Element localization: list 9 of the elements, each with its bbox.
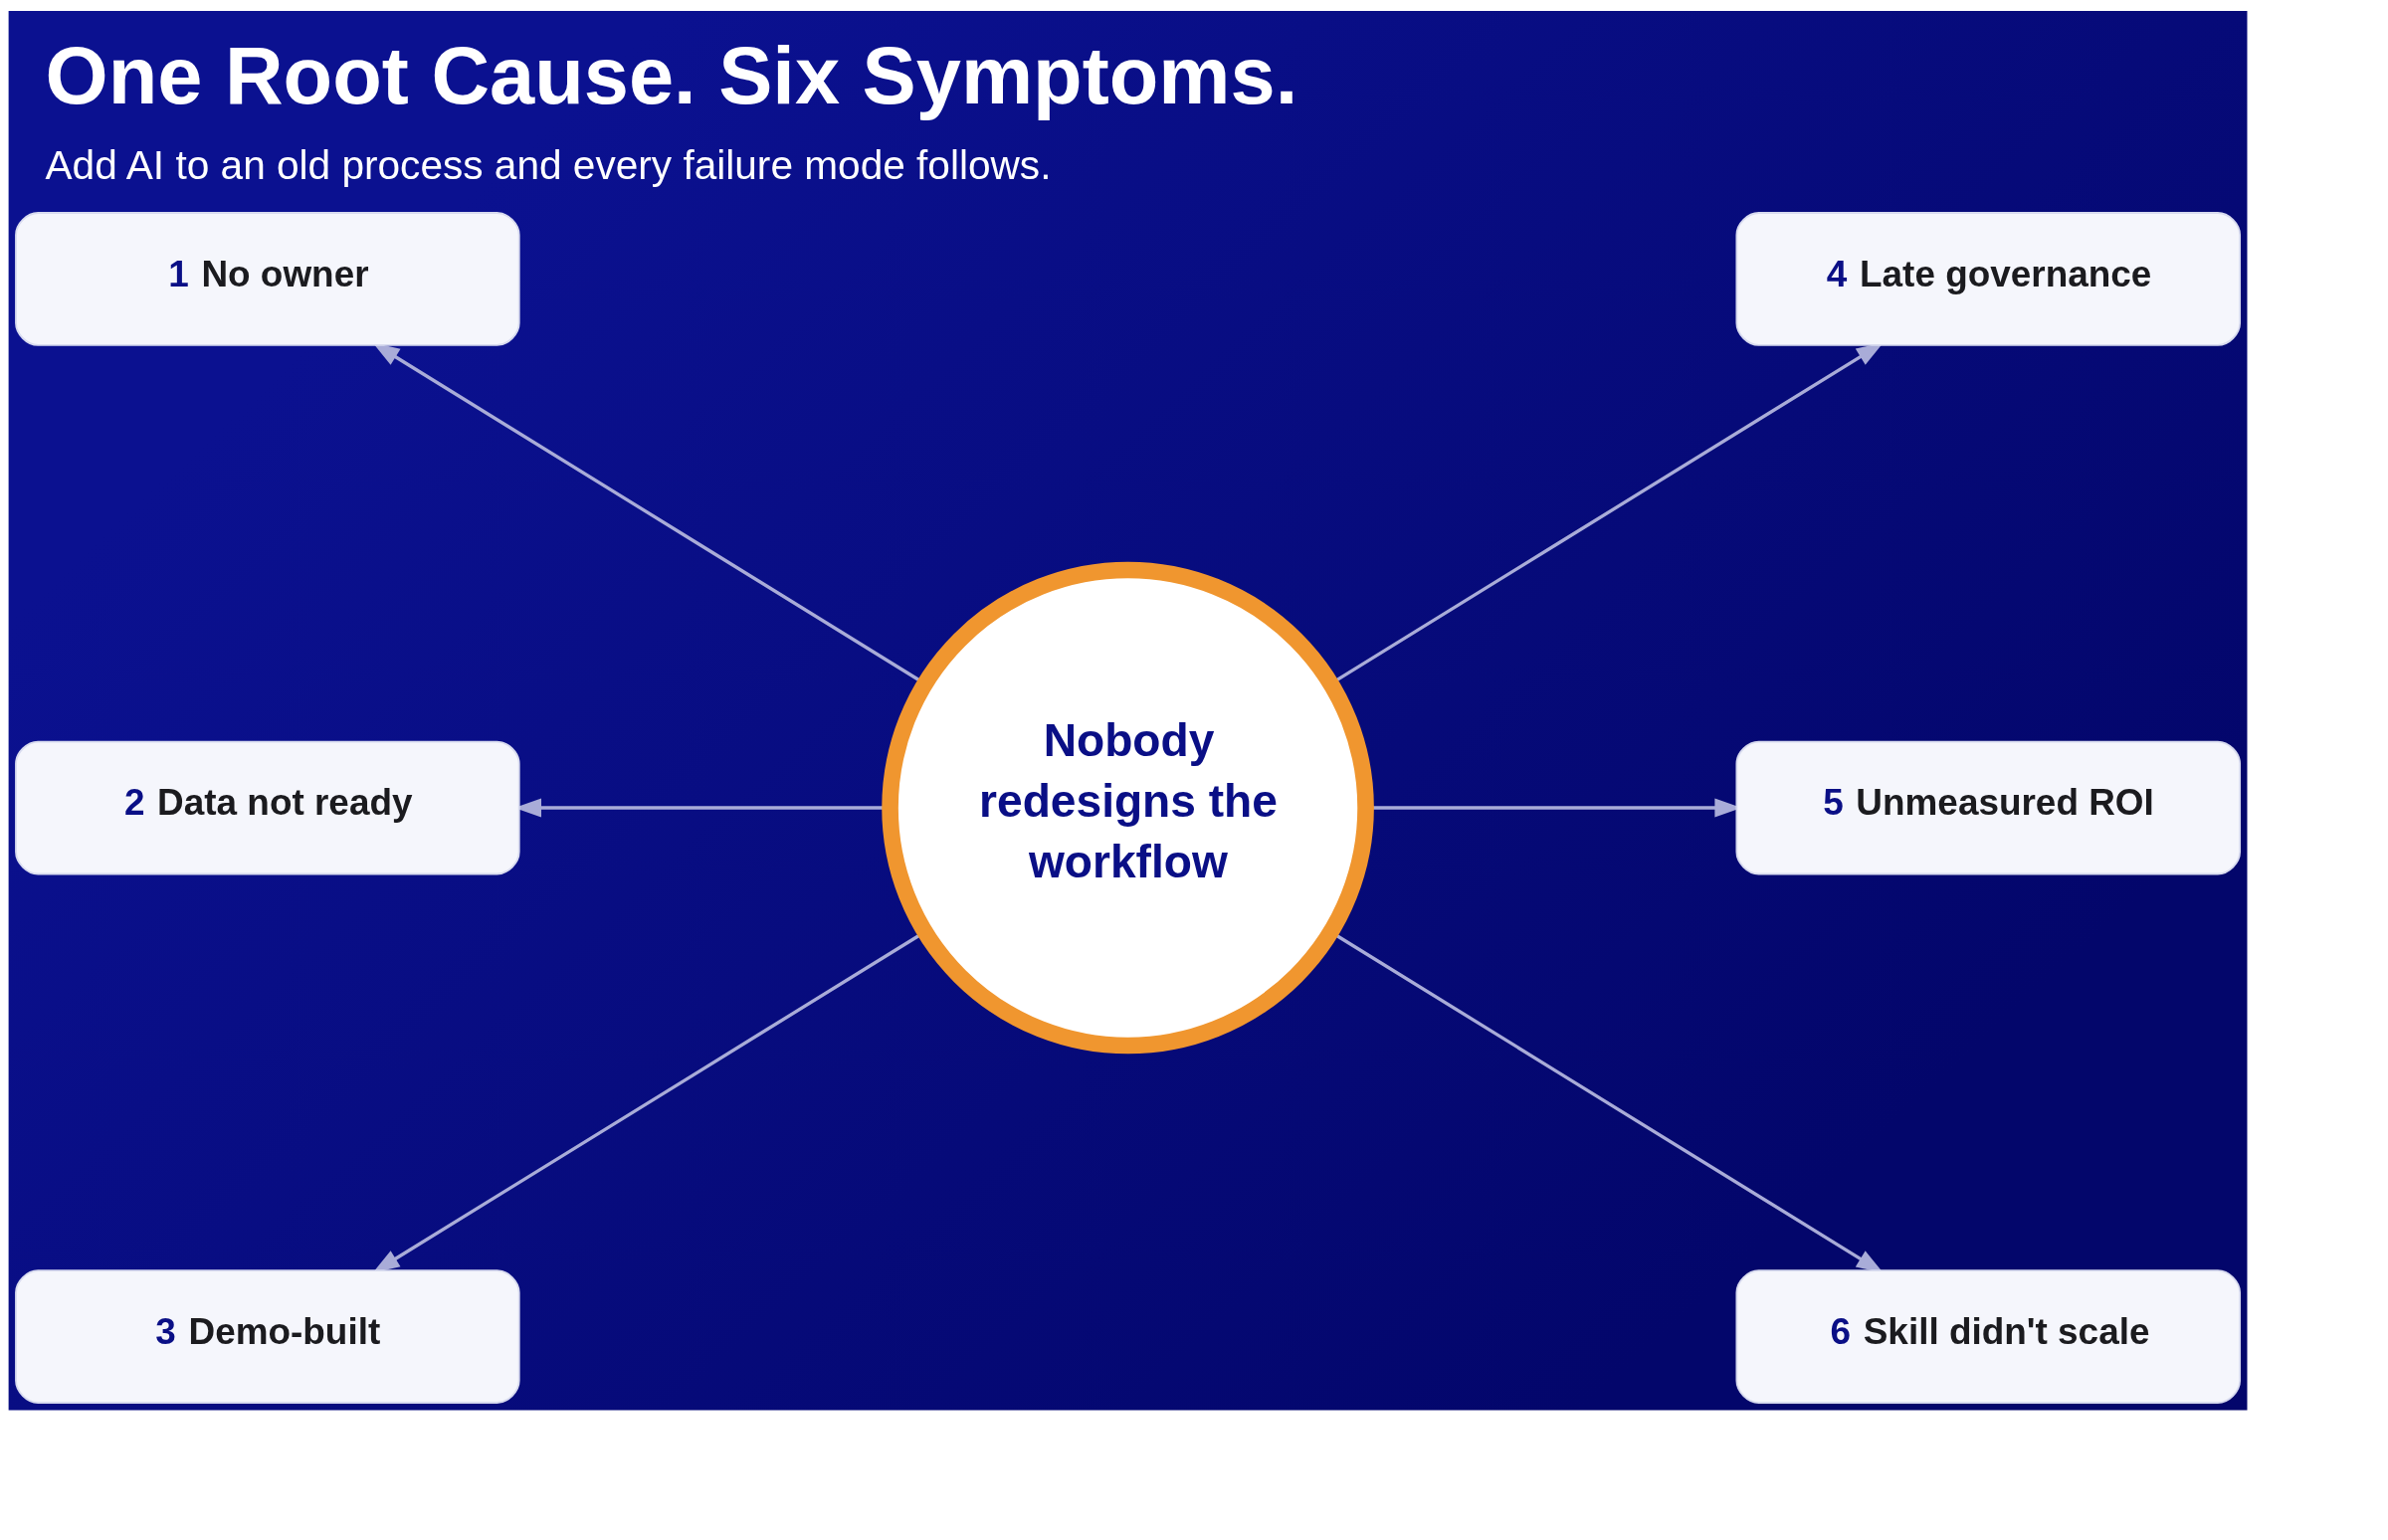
node-box: 1 No owner bbox=[15, 212, 520, 346]
node-box: 4 Late governance bbox=[1735, 212, 2242, 346]
node-box: 6 Skill didn't scale bbox=[1735, 1269, 2242, 1404]
node-box: 2 Data not ready bbox=[15, 740, 520, 875]
node-box: 5 Unmeasured ROI bbox=[1735, 740, 2242, 875]
caption: Add AI to an old process and every failure mode follows. bbox=[45, 142, 1052, 189]
node-box: 3 Demo-built bbox=[15, 1269, 520, 1404]
node-circle: Nobody redesigns the workflow bbox=[882, 561, 1374, 1055]
diagram-title: One Root Cause. Six Symptoms. bbox=[45, 29, 1298, 120]
